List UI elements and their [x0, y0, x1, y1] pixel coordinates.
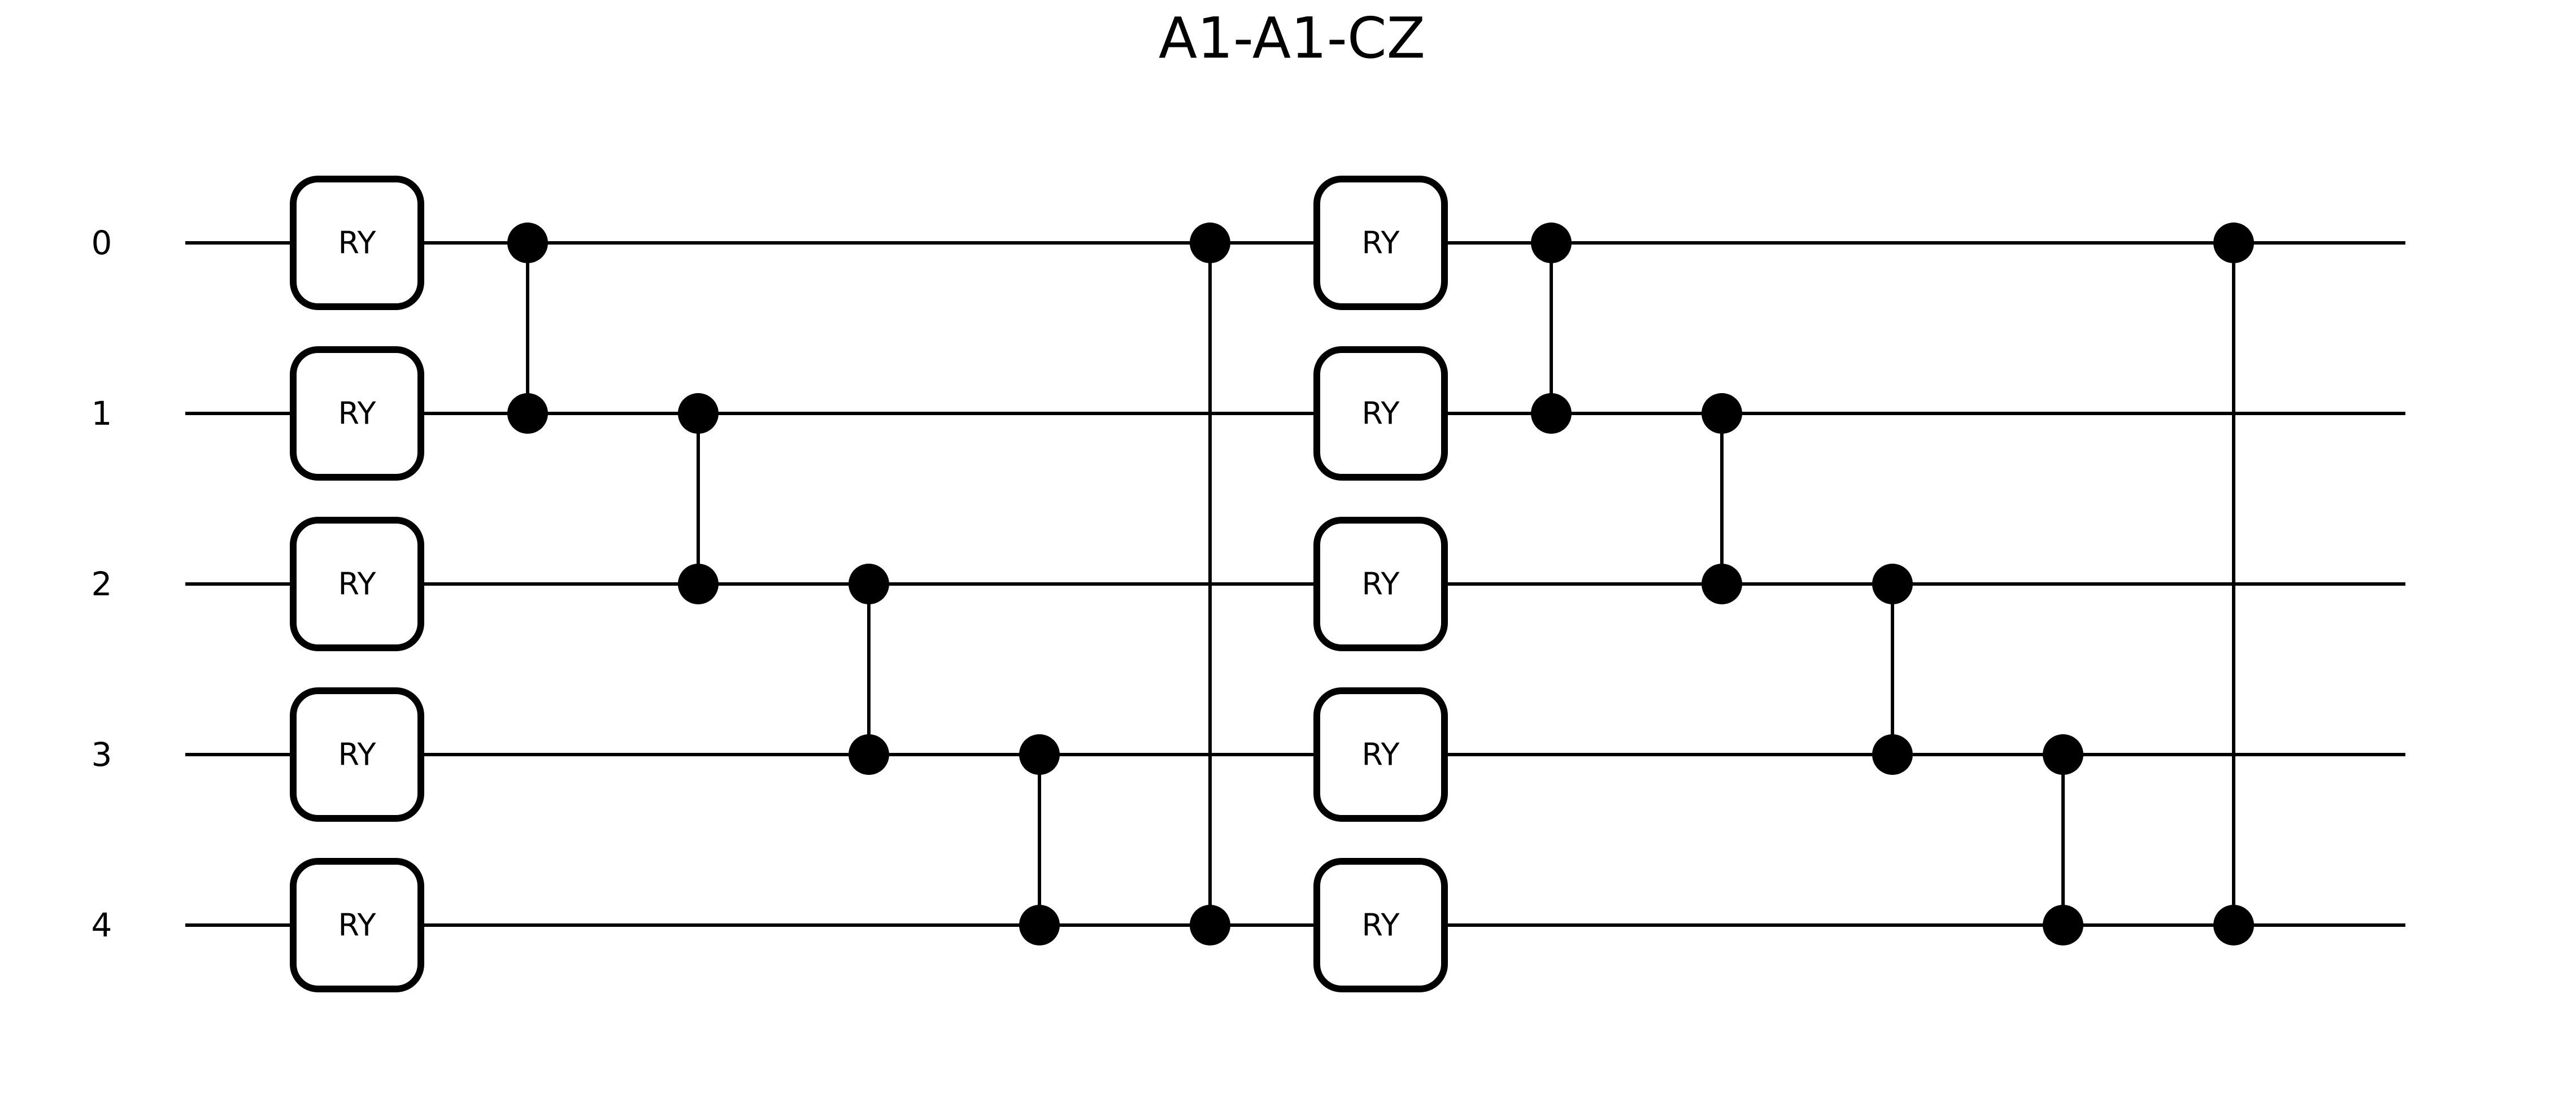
control-dot-q2	[1872, 564, 1913, 604]
gate-box	[1313, 517, 1448, 651]
cz-gate-col11-q0-q4	[2213, 223, 2254, 945]
gate-label: RY	[1361, 908, 1400, 943]
control-dot-q4	[1019, 905, 1060, 945]
control-dot-q3	[2043, 734, 2083, 775]
cz-gate-col1-q0-q1	[507, 223, 548, 434]
cz-gate-col7-q0-q1	[1531, 223, 1572, 434]
qubit-label-3: 3	[92, 735, 112, 774]
ry-gate-col6-q3: RY	[1313, 687, 1448, 822]
control-dot-q4	[1190, 905, 1230, 945]
ry-gate-col0-q2: RY	[290, 517, 424, 651]
ry-gate-col0-q1: RY	[290, 346, 424, 481]
gate-label: RY	[338, 737, 376, 773]
control-dot-q3	[1872, 734, 1913, 775]
ry-gate-col0-q3: RY	[290, 687, 424, 822]
gate-label: RY	[338, 396, 376, 432]
gate-label: RY	[1361, 737, 1400, 773]
gate-box	[1313, 176, 1448, 310]
control-dot-q2	[848, 564, 889, 604]
ry-gate-col6-q4: RY	[1313, 858, 1448, 992]
ry-gate-col0-q0: RY	[290, 176, 424, 310]
cz-gate-col10-q3-q4	[2043, 734, 2083, 945]
diagram-title: A1-A1-CZ	[1159, 5, 1425, 71]
gate-label: RY	[338, 566, 376, 602]
control-dot-q2	[678, 564, 719, 604]
cz-gate-col2-q1-q2	[678, 393, 719, 604]
ry-gate-col6-q2: RY	[1313, 517, 1448, 651]
connectors-layer	[507, 223, 2254, 945]
qubit-label-1: 1	[92, 394, 112, 433]
control-dot-q1	[1702, 393, 1742, 434]
gate-label: RY	[1361, 396, 1400, 432]
gate-label: RY	[338, 225, 376, 261]
control-dot-q1	[507, 393, 548, 434]
cz-gate-col9-q2-q3	[1872, 564, 1913, 775]
control-dot-q4	[2213, 905, 2254, 945]
control-dot-q3	[848, 734, 889, 775]
cz-gate-col4-q3-q4	[1019, 734, 1060, 945]
gates-layer: RY RY RY RY RY RY RY RY RY RY	[290, 176, 1448, 992]
gate-box	[1313, 687, 1448, 822]
qubit-label-4: 4	[92, 906, 112, 944]
qubit-label-0: 0	[92, 224, 112, 262]
control-dot-q1	[1531, 393, 1572, 434]
gate-box	[290, 346, 424, 481]
cz-gate-col8-q1-q2	[1702, 393, 1742, 604]
control-dot-q0	[1190, 223, 1230, 263]
ry-gate-col6-q0: RY	[1313, 176, 1448, 310]
cz-gate-col3-q2-q3	[848, 564, 889, 775]
cz-gate-col5-q0-q4	[1190, 223, 1230, 945]
control-dot-q1	[678, 393, 719, 434]
gate-box	[290, 176, 424, 310]
gate-box	[290, 517, 424, 651]
control-dot-q2	[1702, 564, 1742, 604]
gate-label: RY	[1361, 225, 1400, 261]
ry-gate-col6-q1: RY	[1313, 346, 1448, 481]
gate-label: RY	[1361, 566, 1400, 602]
control-dot-q0	[1531, 223, 1572, 263]
gate-box	[290, 858, 424, 992]
control-dot-q0	[2213, 223, 2254, 263]
gate-label: RY	[338, 908, 376, 943]
gate-box	[1313, 346, 1448, 481]
gate-box	[290, 687, 424, 822]
ry-gate-col0-q4: RY	[290, 858, 424, 992]
control-dot-q0	[507, 223, 548, 263]
wires-layer: 0 1 2 3 4	[92, 224, 2405, 944]
qubit-label-2: 2	[92, 565, 112, 603]
gate-box	[1313, 858, 1448, 992]
control-dot-q4	[2043, 905, 2083, 945]
control-dot-q3	[1019, 734, 1060, 775]
